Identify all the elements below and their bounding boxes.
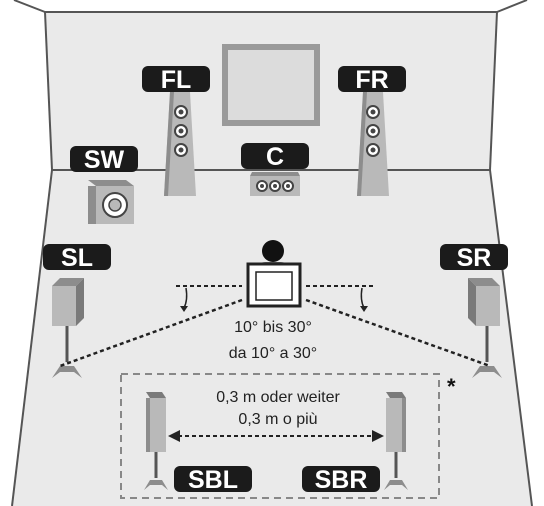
- speaker-surround-back-right: [384, 392, 408, 490]
- direction-line-left: [59, 298, 243, 368]
- speaker-surround-right: [468, 278, 502, 378]
- room-left-wall: [0, 0, 52, 506]
- label-sbl: SBL: [174, 466, 252, 494]
- wall-edge-left-corner: [44, 11, 53, 171]
- label-sw-text: SW: [84, 146, 125, 174]
- angle-arrow-left: [180, 306, 188, 312]
- floor-edge-right: [489, 169, 533, 506]
- label-fl-text: FL: [161, 66, 192, 94]
- label-sbr: SBR: [302, 466, 380, 494]
- label-fl: FL: [142, 66, 210, 94]
- distance-arrow: [168, 430, 384, 442]
- wall-edge-top-right: [496, 0, 528, 13]
- speaker-front-right: [357, 92, 389, 196]
- direction-line-right: [305, 298, 491, 368]
- wall-edge-right-corner: [489, 11, 498, 171]
- television-icon: [222, 44, 320, 126]
- speaker-center: [250, 172, 300, 196]
- label-sw: SW: [70, 146, 138, 174]
- label-sl: SL: [43, 244, 111, 272]
- person-head-icon: [262, 240, 284, 262]
- label-sl-text: SL: [61, 244, 93, 272]
- distance-note-line2: 0,3 m o più: [238, 411, 317, 428]
- label-sr-text: SR: [457, 244, 492, 272]
- speaker-subwoofer: [88, 180, 134, 224]
- wall-edge-top-left: [13, 0, 46, 13]
- label-c: C: [241, 143, 309, 171]
- distance-note-line1: 0,3 m oder weiter: [216, 389, 340, 406]
- angle-note-line1: 10° bis 30°: [234, 319, 312, 336]
- floor-edge-left: [11, 169, 53, 506]
- angle-arrow-right: [360, 306, 368, 312]
- speaker-front-left: [164, 92, 196, 196]
- speaker-surround-left: [52, 278, 84, 378]
- label-fr: FR: [338, 66, 406, 94]
- label-fr-text: FR: [355, 66, 388, 94]
- footnote-marker: *: [447, 374, 456, 399]
- speaker-surround-back-left: [144, 392, 168, 490]
- surround-back-area: [120, 373, 440, 499]
- label-sr: SR: [440, 244, 508, 272]
- label-c-text: C: [266, 143, 284, 171]
- label-sbr-text: SBR: [315, 466, 368, 494]
- label-sbl-text: SBL: [188, 466, 238, 494]
- angle-note-line2: da 10° a 30°: [229, 345, 317, 362]
- listener: [246, 240, 302, 308]
- room-right-wall: [490, 0, 544, 506]
